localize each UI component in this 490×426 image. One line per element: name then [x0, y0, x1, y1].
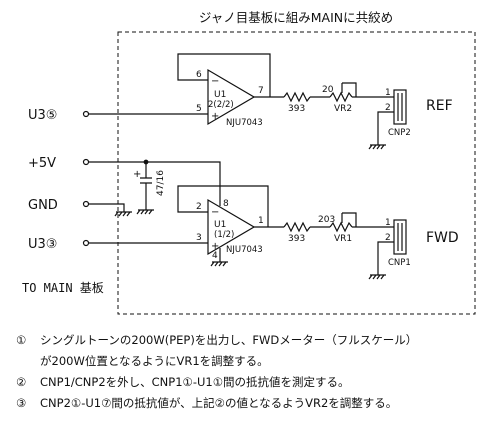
- wire-gnd: [89, 203, 125, 212]
- board-outline: [117, 31, 476, 315]
- lower-opamp-symbol: [207, 198, 256, 256]
- lower-opamp-ground-symbol: [210, 261, 228, 267]
- lower-connector-gnd-wire: [377, 241, 394, 275]
- to-main-label: TO MAIN 基板: [22, 281, 104, 295]
- board-title: ジャノ目基板に組みMAINに共絞め: [199, 10, 393, 25]
- upper-opamp-name: U1: [214, 90, 226, 100]
- lower-vr-name: VR1: [334, 234, 352, 244]
- upper-vr-value: 20: [322, 85, 334, 95]
- lower-opamp-part: NJU7043: [226, 245, 263, 255]
- upper-plus: +: [211, 111, 219, 122]
- upper-pin-out: 7: [258, 86, 264, 96]
- lower-feedback-wire: [177, 185, 269, 227]
- input-terminal-u3-3: [82, 239, 90, 247]
- capacitor-symbol: [140, 162, 152, 210]
- note-number: ①: [16, 333, 27, 347]
- lower-pin-vcc: 8: [223, 199, 229, 209]
- upper-connector-pin1: 1: [385, 88, 391, 98]
- lower-ground-symbol: [368, 274, 386, 280]
- lower-minus: −: [211, 207, 219, 218]
- input-label-u3-3: U3③: [28, 237, 57, 252]
- upper-minus: −: [211, 76, 219, 87]
- note-text: が200W位置となるようにVR1を調整する。: [40, 354, 269, 368]
- output-fwd: FWD: [426, 230, 459, 246]
- lower-pin-fb: 2: [196, 202, 202, 212]
- input-terminal-u3-5: [82, 110, 90, 118]
- capacitor-plus: +: [133, 169, 141, 180]
- lower-opamp-unit: (1/2): [214, 230, 234, 240]
- lower-pin-out: 1: [258, 216, 264, 226]
- lower-plus: +: [211, 241, 219, 252]
- upper-opamp-part: NJU7043: [226, 118, 263, 128]
- note-item: ② CNP1/CNP2を外し、CNP1①-U1①間の抵抗値を測定する。: [16, 372, 486, 393]
- upper-resistor-value: 393: [288, 104, 305, 114]
- lower-pin-gnd: 4: [212, 251, 218, 261]
- note-item-continuation: が200W位置となるようにVR1を調整する。: [16, 351, 486, 372]
- input-label-gnd: GND: [28, 198, 58, 213]
- upper-pin-in: 5: [196, 104, 202, 114]
- schematic: ジャノ目基板に組みMAINに共絞め U3⑤ +5V GND U3③ TO MAI…: [22, 10, 476, 315]
- capacitor-value: 47/16: [156, 170, 166, 196]
- input-label-5v: +5V: [28, 156, 56, 171]
- note-text: CNP2①-U1⑦間の抵抗値が、上記②の値となるようVR2を調整する。: [40, 396, 398, 410]
- capacitor-ground-symbol: [136, 209, 154, 215]
- lower-connector-lines: [397, 223, 403, 251]
- input-terminal-5v: [82, 158, 90, 166]
- upper-connector-lines: [397, 93, 403, 121]
- gnd-ground-symbol: [114, 211, 132, 217]
- lower-resistor-value: 393: [288, 234, 305, 244]
- upper-opamp-symbol: [207, 68, 256, 126]
- note-item: ③ CNP2①-U1⑦間の抵抗値が、上記②の値となるようVR2を調整する。: [16, 393, 486, 414]
- lower-connector: [393, 219, 407, 255]
- upper-connector-pin2: 2: [385, 103, 391, 113]
- upper-pin-fb: 6: [196, 70, 202, 80]
- lower-connector-name: CNP1: [388, 258, 411, 268]
- upper-vr-wiper: [341, 82, 357, 97]
- lower-resistor: [283, 221, 311, 233]
- upper-opamp-unit: 2(2/2): [208, 100, 234, 110]
- input-label-u3-5: U3⑤: [28, 108, 57, 123]
- upper-connector-name: CNP2: [388, 128, 411, 138]
- lower-pin-in: 3: [196, 233, 202, 243]
- upper-resistor: [283, 91, 311, 103]
- upper-vr: [329, 91, 353, 103]
- note-number: ③: [16, 396, 27, 410]
- note-text: CNP1/CNP2を外し、CNP1①-U1①間の抵抗値を測定する。: [40, 375, 350, 389]
- lower-vr: [329, 221, 353, 233]
- upper-feedback-wire: [177, 53, 271, 97]
- upper-vr-name: VR2: [334, 104, 352, 114]
- lower-connector-pin1: 1: [385, 218, 391, 228]
- adjustment-notes: ① シングルトーンの200W(PEP)を出力し、FWDメーター（フルスケール） …: [16, 330, 486, 414]
- upper-ground-symbol: [368, 144, 386, 150]
- note-text: シングルトーンの200W(PEP)を出力し、FWDメーター（フルスケール）: [40, 333, 418, 347]
- note-number: ②: [16, 375, 27, 389]
- output-ref: REF: [426, 98, 453, 114]
- lower-opamp-name: U1: [214, 220, 226, 230]
- note-item: ① シングルトーンの200W(PEP)を出力し、FWDメーター（フルスケール）: [16, 330, 486, 351]
- upper-connector-gnd-wire: [377, 111, 394, 145]
- upper-connector: [393, 89, 407, 125]
- wire-5v: [89, 161, 221, 194]
- lower-vr-value: 203: [318, 215, 335, 225]
- lower-connector-pin2: 2: [385, 233, 391, 243]
- lower-vr-wiper: [341, 212, 357, 227]
- input-terminal-gnd: [82, 200, 90, 208]
